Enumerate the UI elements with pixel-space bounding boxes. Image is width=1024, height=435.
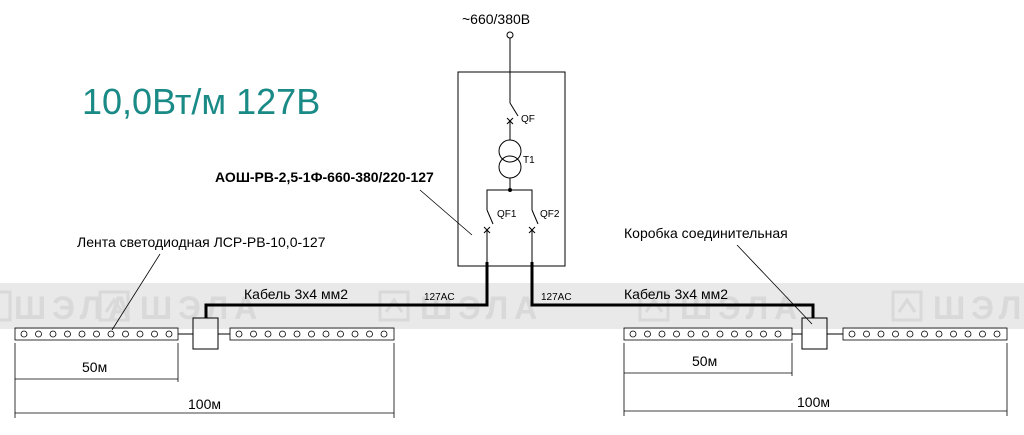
watermark-text-4: ШЭЛА [680,290,803,326]
led-dot [731,330,738,338]
led-tape-leader [111,253,161,331]
panel-model-label: АОШ-РВ-2,5-1Ф-660-380/220-127 [215,169,434,185]
watermark-logo-5 [891,290,923,322]
led-dot [122,330,129,338]
watermark-text-2: ШЭЛА [140,290,263,326]
led-dot [64,330,71,338]
transformer-t1 [498,139,522,179]
busbar [486,189,533,210]
led-tape-left-2 [229,327,395,341]
junction-box-label: Коробка соединительная [624,225,788,241]
panel-enclosure [457,71,566,267]
power-rating-title: 10,0Вт/м 127В [82,81,320,122]
watermark-logo-1 [0,290,12,322]
junction-box-leader [736,244,813,325]
dimension-right-short [623,343,793,376]
led-dot [863,330,870,338]
dimension-right-long-label: 100м [797,394,830,410]
led-dot [921,330,928,338]
cable-left [204,262,489,318]
led-dot [35,330,42,338]
led-dot [151,330,158,338]
led-dot [93,330,100,338]
breaker-qf2 [528,209,539,262]
led-dot [644,330,651,338]
led-dot [716,330,724,338]
led-dot [20,330,28,338]
led-dot [78,330,86,338]
led-dot [877,330,885,338]
led-dot [950,330,957,338]
watermark: ШЭЛА ШЭЛА ШЭЛА ШЭЛА ШЭЛА [0,283,1024,329]
led-dot [935,330,943,338]
voltage-right-label: 127AC [541,292,572,303]
led-dot [848,330,856,338]
watermark-logo-2 [98,290,130,322]
transformer-label: T1 [523,155,535,166]
led-dot [745,330,753,338]
panel-label-leader [419,189,473,236]
led-dot [366,330,373,338]
led-dot [337,330,344,338]
led-dot [322,330,330,338]
dimension-left-short [14,343,179,382]
led-dot [687,330,695,338]
led-tape-label: Лента светодиодная ЛСР-РВ-10,0-127 [77,234,326,250]
cable-left-label: Кабель 3х4 мм2 [244,286,348,302]
breaker-qf1-label: QF1 [497,209,517,220]
led-dot [293,330,301,338]
led-dot [308,330,315,338]
main-breaker-qf [506,102,519,140]
watermark-text-5: ШЭЛА [933,290,1024,326]
led-dot [658,330,666,338]
led-tape-right-2 [842,327,1008,341]
led-dot [964,330,972,338]
supply-voltage-label: ~660/380В [462,11,530,27]
led-dot [264,330,272,338]
led-dot [673,330,680,338]
voltage-left-label: 127AC [424,292,455,303]
led-dot [702,330,709,338]
led-dot [993,330,1001,338]
led-dot [235,330,243,338]
led-dot [906,330,914,338]
breaker-qf2-label: QF2 [540,209,560,220]
cable-right-label: Кабель 3х4 мм2 [624,286,728,302]
supply-terminal [506,31,514,39]
dimension-left-short-label: 50м [82,359,107,375]
led-dot [774,330,782,338]
led-dot [136,330,144,338]
led-dot [979,330,986,338]
led-dot [760,330,767,338]
led-dot [629,330,637,338]
led-dot [107,330,115,338]
watermark-text-3: ШЭЛА [420,290,543,326]
led-dot [279,330,286,338]
led-dot [49,330,57,338]
dimension-left-long [14,343,395,418]
dimension-right-long [623,343,1008,416]
led-dot [351,330,359,338]
led-dot [250,330,257,338]
dimension-right-short-label: 50м [692,353,717,369]
breaker-qf1 [483,209,494,262]
cable-right [530,262,815,318]
led-dot [165,330,173,338]
dimension-left-long-label: 100м [188,396,221,412]
led-tape-left-1 [14,327,179,341]
led-tape-right-1 [623,327,793,341]
led-dot [892,330,899,338]
main-breaker-label: QF [521,114,535,125]
led-dot [380,330,388,338]
